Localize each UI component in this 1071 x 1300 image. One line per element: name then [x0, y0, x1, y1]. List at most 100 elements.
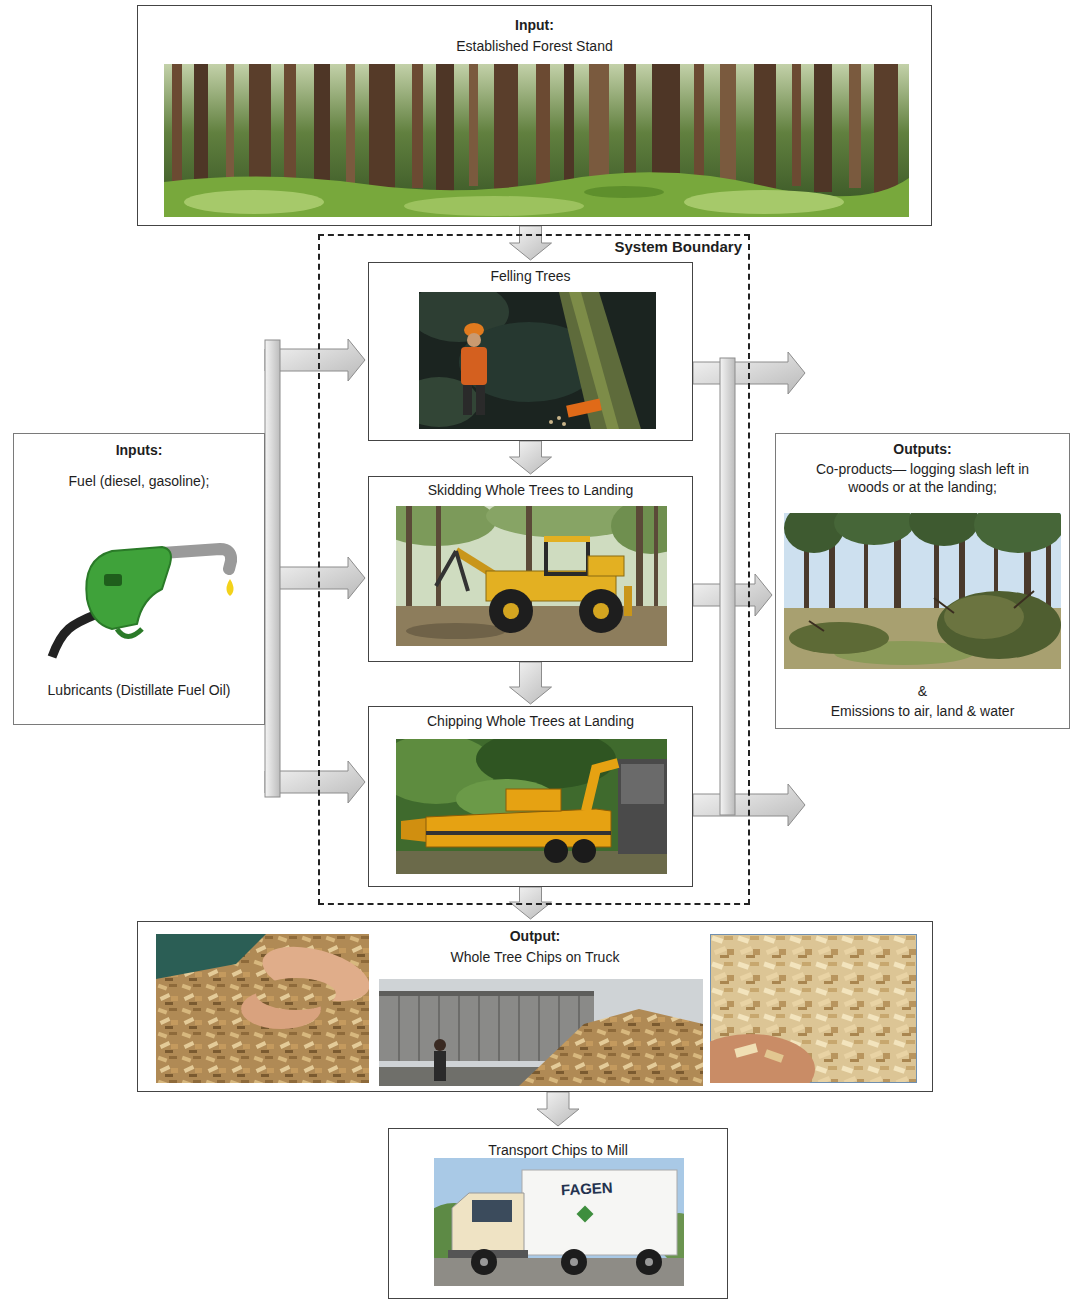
- box-heading: Output:: [145, 927, 925, 945]
- illustration-part: [194, 64, 208, 192]
- box-label: Transport Chips to Mill: [396, 1141, 720, 1159]
- block-arrow: [510, 887, 552, 919]
- illustration-part: [412, 64, 423, 188]
- process-box: Chipping Whole Trees at Landing: [368, 706, 693, 887]
- illustration-part: [570, 1258, 578, 1266]
- illustration-part: [463, 385, 472, 415]
- illustration-part: [589, 64, 609, 192]
- forest-photo: [164, 64, 909, 217]
- illustration-part: [434, 1039, 446, 1051]
- system-boundary: System Boundary Felling Trees: [318, 234, 750, 905]
- illustration-part: [452, 1193, 524, 1253]
- illustration-part: [471, 1249, 497, 1275]
- illustration-part: [406, 623, 506, 639]
- illustration-part: [645, 1258, 653, 1266]
- illustration-part: [654, 506, 658, 606]
- illustration-part: [809, 591, 1034, 631]
- illustration-part: [480, 1258, 488, 1266]
- box-label: Emissions to air, land & water: [798, 702, 1048, 720]
- illustration-part: [346, 64, 355, 186]
- illustration-part: [734, 1043, 758, 1057]
- illustration-part: [564, 64, 574, 186]
- illustration-part: [426, 831, 611, 835]
- illustration-part: [814, 64, 832, 192]
- box-label: Established Forest Stand: [145, 37, 924, 55]
- illustration-part: [621, 764, 664, 804]
- illustration-part: [710, 1034, 815, 1083]
- illustration-part: [494, 64, 518, 194]
- block-arrow: [537, 1092, 579, 1126]
- box-label: Co-products— logging slash left in woods…: [798, 460, 1048, 496]
- box-label: &: [798, 682, 1048, 700]
- illustration-part: [284, 64, 296, 188]
- chips-photo: [156, 934, 369, 1083]
- illustration-part: [834, 513, 914, 545]
- illustration-part: [461, 347, 487, 385]
- illustration-part: [436, 506, 441, 608]
- illustration-part: [156, 934, 266, 979]
- illustration-part: [476, 385, 485, 415]
- chipper-photo: [396, 739, 667, 874]
- outputs-box: Outputs: Co-products— logging slash left …: [775, 433, 1070, 729]
- truck-lettering: FAGEN: [561, 1179, 614, 1199]
- illustration-part: [469, 64, 478, 186]
- felling-photo: [419, 292, 656, 429]
- illustration-part: [764, 1049, 784, 1063]
- illustration-part: [172, 64, 898, 196]
- illustration-part: [874, 64, 898, 194]
- illustration-part: [792, 64, 801, 186]
- illustration-part: [579, 589, 623, 633]
- illustration-part: [164, 172, 909, 217]
- transport-box: Transport Chips to Mill: [388, 1128, 728, 1299]
- illustration-part: [584, 186, 664, 198]
- illustration-part: [684, 190, 844, 214]
- illustration-part: [624, 64, 636, 188]
- illustration-part: [399, 996, 579, 1061]
- illustration-part: [227, 579, 234, 596]
- illustration-part: [257, 937, 369, 1012]
- illustration-part: [624, 586, 632, 616]
- illustration-part: [754, 64, 776, 194]
- process-box: Felling Trees: [368, 262, 693, 441]
- illustration-part: [506, 789, 561, 811]
- illustration-part: [436, 551, 468, 591]
- illustration-part: [849, 64, 861, 188]
- illustration-part: [909, 513, 979, 546]
- illustration-part: [519, 1009, 703, 1086]
- box-label: Whole Tree Chips on Truck: [145, 948, 925, 966]
- bracket-bar: [720, 358, 735, 815]
- inputs-box: Inputs:Fuel (diesel, gasoline);Lubricant…: [13, 433, 265, 725]
- box-heading: Outputs:: [798, 440, 1048, 458]
- box-heading: Input:: [145, 16, 924, 34]
- illustration-part: [588, 556, 624, 576]
- illustration-part: [86, 547, 171, 629]
- illustration-part: [636, 506, 643, 610]
- illustration-part: [434, 1158, 684, 1286]
- illustration-part: [472, 1200, 512, 1222]
- illustration-part: [557, 416, 561, 420]
- box-label: Lubricants (Distillate Fuel Oil): [29, 681, 249, 699]
- illustration-part: [618, 759, 667, 854]
- illustration-part: [52, 614, 97, 657]
- illustration-part: [396, 851, 667, 874]
- illustration-part: [937, 591, 1061, 659]
- illustration-part: [562, 422, 566, 426]
- illustration-part: [249, 64, 271, 194]
- illustration-part: [184, 190, 324, 214]
- box-label: Felling Trees: [376, 267, 685, 285]
- illustration-part: [406, 506, 412, 611]
- illustration-part: [434, 1051, 446, 1081]
- illustration-part: [162, 549, 231, 569]
- illustration-part: [593, 603, 609, 619]
- input-box: Input: Established Forest Stand: [137, 5, 932, 226]
- output-box: Output: Whole Tree Chips on Truck: [137, 921, 933, 1092]
- illustration-part: [536, 64, 550, 190]
- illustration-part: [577, 1206, 594, 1223]
- illustration-part: [546, 540, 588, 574]
- illustration-part: [544, 536, 590, 542]
- box-heading: System Boundary: [324, 238, 742, 256]
- illustration-part: [549, 420, 553, 424]
- illustration-part: [117, 629, 142, 637]
- bracket-bar: [265, 340, 280, 797]
